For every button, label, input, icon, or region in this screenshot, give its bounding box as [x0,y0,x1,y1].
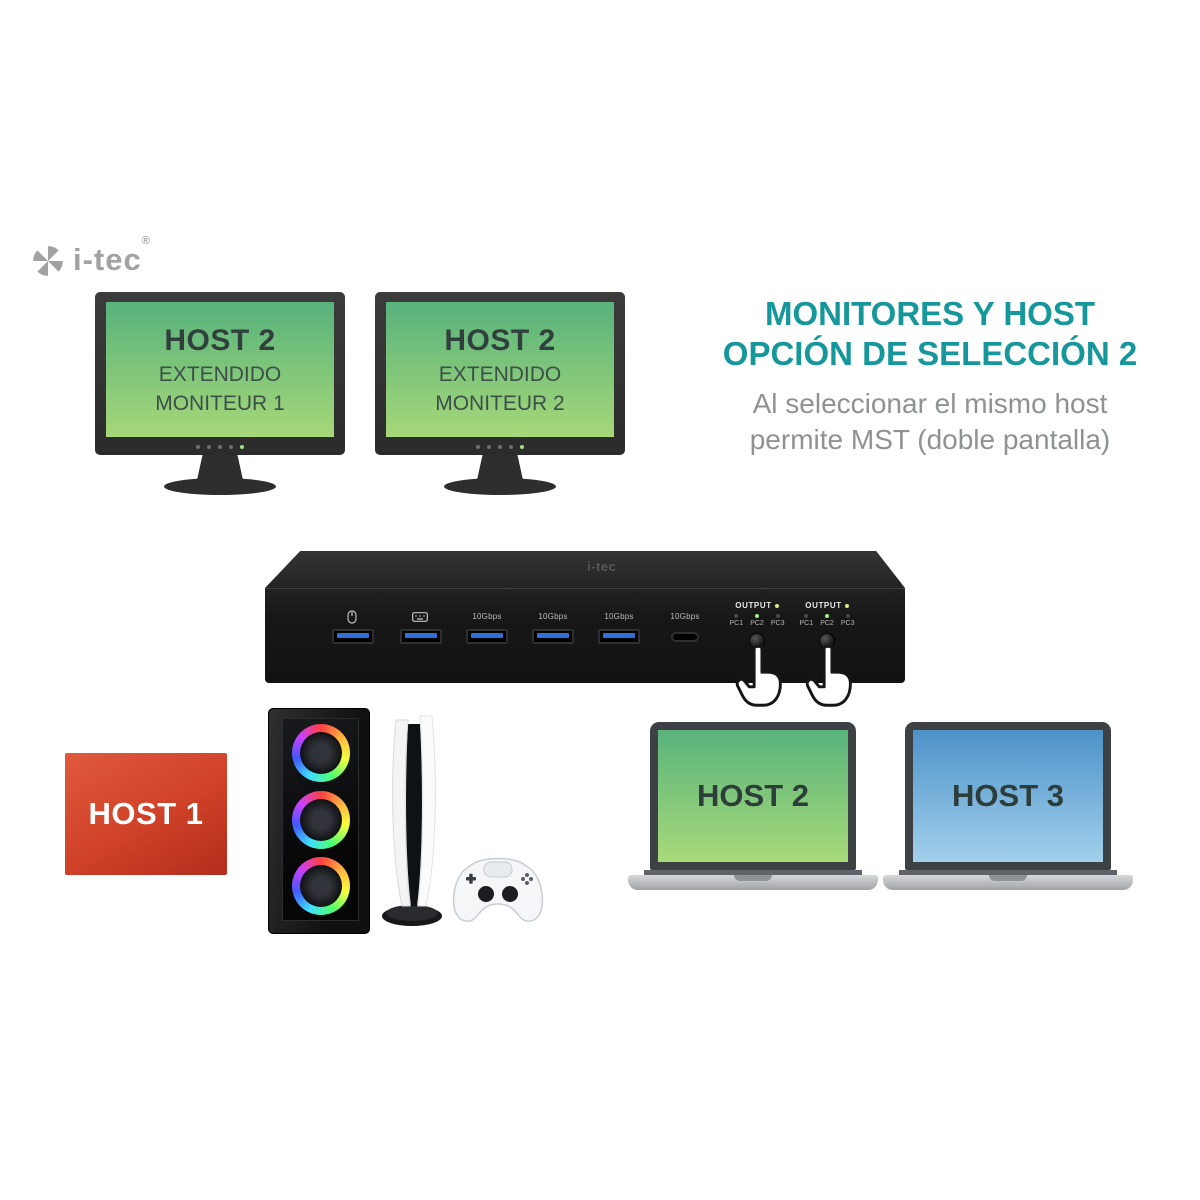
laptop-host2: HOST 2 [628,722,878,890]
pc1-led [734,614,739,618]
usb-speed-label: 10Gbps [538,612,568,621]
monitor-control-buttons [476,445,524,449]
itec-logo: i-tec® [30,235,151,279]
laptop-host3-display: HOST 3 [913,730,1103,862]
usb-speed-label: 10Gbps [670,612,700,621]
monitor-2-name-label: MONITEUR 2 [435,391,565,415]
monitor-1: HOST 2 EXTENDIDO MONITEUR 1 [95,292,345,495]
kvm-device: i-tec [265,551,905,716]
usb-a-port [532,629,574,644]
usb-a-port [598,629,640,644]
monitor-1-name-label: MONITEUR 1 [155,391,285,415]
monitor-frame: HOST 2 EXTENDIDO MONITEUR 1 [95,292,345,455]
pc1-label: PC1 [729,620,744,627]
power-led [240,445,244,449]
monitor-frame: HOST 2 EXTENDIDO MONITEUR 2 [375,292,625,455]
kvm-top-panel [265,551,905,588]
monitor-stand-neck [477,455,523,480]
laptop-host2-display: HOST 2 [658,730,848,862]
laptop-screen: HOST 2 [650,722,856,870]
monitor-2-screen: HOST 2 EXTENDIDO MONITEUR 2 [386,302,614,437]
monitor-1-host-label: HOST 2 [164,323,276,357]
output-selector-1: OUTPUT PC1 PC2 PC3 [725,601,789,649]
usb-10gbps-port-2: 10Gbps [525,609,581,644]
laptop-hinge [644,870,862,875]
usb-a-port [400,629,442,644]
kvm-front-panel: 10Gbps 10Gbps 10Gbps 10Gbps OUTPUT [265,588,905,683]
output-label: OUTPUT [735,601,772,610]
mouse-usb-port [325,609,381,644]
usb-speed-label: 10Gbps [472,612,502,621]
monitor-stand-base [444,478,556,495]
usb-a-port [332,629,374,644]
pc2-label: PC2 [750,620,764,627]
output-led [774,603,779,608]
usb-a-port [466,629,508,644]
subtitle-line-2: permite MST (doble pantalla) [749,423,1111,455]
rgb-fan [291,857,350,915]
pointing-hand-icon [735,644,782,707]
pc3-led [845,614,850,618]
pointer-hand-2 [803,643,855,715]
pc3-label: PC3 [840,620,855,627]
pointing-hand-icon [805,644,852,707]
rgb-fan [291,790,350,849]
host1-label: HOST 1 [88,796,204,831]
monitor-stand-neck [197,455,243,480]
monitor-stand-base [164,478,276,495]
monitor-1-screen: HOST 2 EXTENDIDO MONITEUR 1 [106,302,334,437]
kvm-top-logo: i-tec [587,559,617,574]
ps5-console [370,710,458,937]
heading: MONITORES Y HOST OPCIÓN DE SELECCIÓN 2 A… [700,294,1160,458]
usb-c-port [671,632,699,642]
power-led [520,445,524,449]
laptop-base [883,875,1133,890]
keyboard-usb-port [393,609,449,644]
laptop-screen: HOST 3 [905,722,1111,870]
laptop-notch [734,875,772,881]
mouse-icon [347,609,357,624]
ps5-controller [446,850,550,939]
output-led [844,603,849,608]
host2-label: HOST 2 [697,778,809,813]
brand-text: i-tec [73,242,142,277]
pc1-led [804,614,809,618]
title-line-1: MONITORES Y HOST [764,295,1096,332]
usb-speed-label: 10Gbps [604,612,634,621]
monitor-1-mode-label: EXTENDIDO [158,362,282,386]
monitor-2-mode-label: EXTENDIDO [438,362,562,386]
subtitle-line-1: Al seleccionar el mismo host [752,387,1108,419]
keyboard-icon [412,611,428,622]
monitor-2-host-label: HOST 2 [444,323,556,357]
output-selector-2: OUTPUT PC1 PC2 PC3 [795,601,859,649]
laptop-host3: HOST 3 [883,722,1133,890]
laptop-notch [989,875,1027,881]
pc2-label: PC2 [820,620,834,627]
laptop-hinge [899,870,1117,875]
usb-10gbps-port-1: 10Gbps [459,609,515,644]
usb-c-10gbps-port: 10Gbps [657,609,713,642]
brand-name: i-tec® [73,235,151,277]
pc2-led [755,614,759,618]
tower-glass-panel [282,718,359,921]
laptop-base [628,875,878,890]
monitor-2: HOST 2 EXTENDIDO MONITEUR 2 [375,292,625,495]
registered-mark: ® [141,235,151,247]
pointer-hand-1 [733,643,785,715]
rgb-fan [291,724,350,782]
pc2-led [825,614,829,618]
fan-logo-icon [33,246,63,276]
title-line-2: OPCIÓN DE SELECCIÓN 2 [722,335,1138,373]
pc-tower [268,708,370,934]
pc3-label: PC3 [770,620,785,627]
host3-label: HOST 3 [952,778,1064,813]
monitor-control-buttons [196,445,244,449]
host1-box: HOST 1 [65,753,227,875]
pc3-led [775,614,780,618]
output-label: OUTPUT [805,601,842,610]
pc1-label: PC1 [799,620,814,627]
usb-10gbps-port-3: 10Gbps [591,609,647,644]
